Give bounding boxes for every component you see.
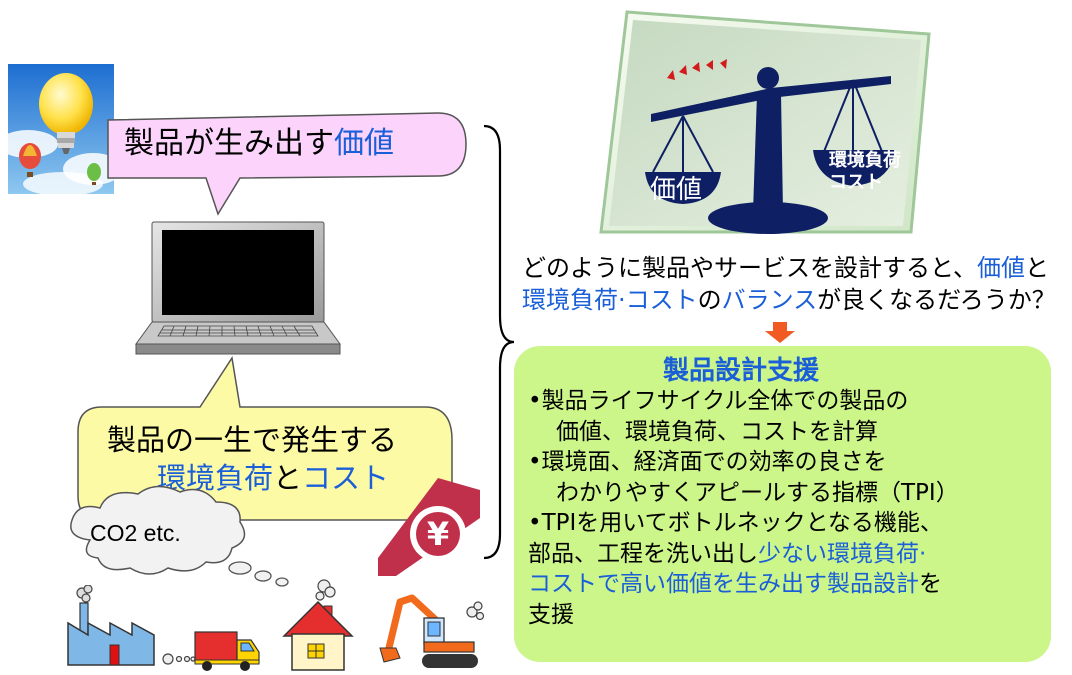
value-bubble-text: 製品が生み出す価値 (124, 124, 394, 164)
grouping-brace (483, 124, 515, 560)
question-line1-main: どのように製品やサービスを設計すると、 (522, 254, 978, 282)
support-line-7: コストで高い価値を生み出す製品設計を (528, 569, 959, 600)
scale-right-pan-label-line2: コスト (829, 172, 883, 193)
value-bubble-text-main: 製品が生み出す (124, 126, 334, 161)
exhaust-dots-icon (162, 653, 196, 665)
impact-bubble-and: と (273, 461, 303, 495)
question-line-1: どのように製品やサービスを設計すると、価値と (522, 253, 1049, 284)
impact-bubble-environment: 環境負荷 (157, 461, 274, 495)
support-line-5: •TPIを用いてボトルネックとなる機能、 (528, 510, 943, 536)
question-line1-and: と (1025, 254, 1050, 282)
support-line-3: •環境面、経済面での効率の良さを (528, 449, 887, 475)
excavator-icon (379, 594, 485, 668)
impact-bubble-text-line2: 環境負荷とコスト (157, 458, 389, 498)
support-line-6-main: 部品、工程を洗い出し (528, 540, 758, 567)
value-bubble-text-value: 価値 (334, 126, 394, 161)
question-line1-value: 価値 (977, 254, 1026, 282)
support-line-7-tail: を (919, 571, 942, 597)
support-line-7-blue: コストで高い価値を生み出す製品設計 (528, 571, 919, 597)
support-line-1: •製品ライフサイクル全体での製品の (528, 388, 909, 414)
question-line2-balance: バランス (721, 286, 818, 314)
laptop-icon (135, 221, 341, 355)
lightbulb-balloon-picture (8, 64, 114, 194)
support-panel-body: •製品ライフサイクル全体での製品の 価値、環境負荷、コストを計算 •環境面、経済… (528, 386, 959, 630)
support-line-6-blue: 少ない環境負荷· (758, 540, 927, 567)
support-line-6: 部品、工程を洗い出し少ない環境負荷· (528, 539, 959, 570)
question-line2-no: の (697, 286, 722, 314)
question-line2-tail: が良くなるだろうか？ (817, 286, 1056, 314)
support-line-4: わかりやすくアピールする指標（TPI） (556, 479, 959, 506)
scale-right-pan-label-line1: 環境負荷 (829, 150, 901, 171)
scale-right-pan-label: 環境負荷 コスト (829, 150, 901, 194)
truck-icon (194, 631, 260, 671)
down-arrow-icon (765, 322, 795, 343)
support-panel-title: 製品設計支援 (663, 356, 820, 386)
balance-scale-picture (599, 10, 931, 234)
yen-coin-icon: ¥ (378, 478, 480, 576)
co2-cloud-label: CO2 etc. (90, 520, 181, 546)
yen-symbol: ¥ (427, 515, 449, 553)
question-line2-impact: 環境負荷·コスト (522, 286, 698, 314)
support-line-8: 支援 (528, 601, 574, 628)
question-line-2: 環境負荷·コストのバランスが良くなるだろうか？ (522, 285, 1056, 316)
factory-icon (67, 585, 155, 666)
house-icon (282, 579, 354, 671)
support-line-2: 価値、環境負荷、コストを計算 (556, 418, 878, 445)
impact-bubble-text-line1: 製品の一生で発生する (107, 423, 398, 457)
impact-bubble-cost: コスト (302, 461, 390, 495)
product-design-support-panel (514, 346, 1051, 662)
scale-left-pan-label: 価値 (650, 175, 703, 205)
co2-cloud-shape (70, 485, 289, 587)
